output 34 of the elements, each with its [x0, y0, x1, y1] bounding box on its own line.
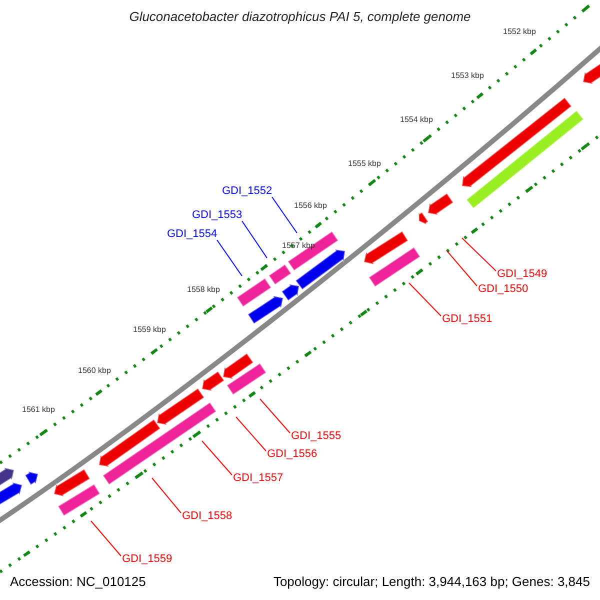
leader-line — [260, 398, 290, 434]
gene-label: GDI_1556 — [267, 448, 318, 461]
leader-line — [90, 520, 122, 556]
tick-label: 1556 kbp — [294, 201, 327, 211]
gene-label: GDI_1554 — [167, 228, 218, 241]
gene-label: GDI_1550 — [478, 283, 528, 296]
genome-summary-text: Topology: circular; Length: 3,944,163 bp; Genes: 3,845 — [273, 574, 590, 590]
leader-line — [202, 440, 232, 476]
gene-label: GDI_1557 — [233, 472, 284, 485]
gene-label: GDI_1559 — [122, 553, 172, 566]
tick-label: 1552 kbp — [503, 27, 536, 37]
gene-label: GDI_1551 — [442, 313, 492, 326]
gene-label: GDI_1552 — [222, 185, 272, 198]
gene-label: GDI_1555 — [291, 430, 342, 443]
gene-label: GDI_1549 — [497, 268, 548, 281]
gene-label: GDI_1553 — [192, 209, 242, 222]
map-title: Gluconacetobacter diazotrophicus PAI 5, complete genome — [129, 9, 471, 24]
tick-label: 1560 kbp — [78, 366, 111, 376]
tick-label: 1555 kbp — [348, 159, 381, 169]
accession-text: Accession: NC_010125 — [10, 574, 146, 590]
tick-label: 1558 kbp — [187, 285, 220, 295]
gene-label: GDI_1558 — [182, 510, 232, 523]
leader-line — [462, 238, 496, 272]
leader-line — [152, 478, 182, 514]
tick-label: 1561 kbp — [22, 405, 55, 415]
tick-label: 1559 kbp — [133, 325, 166, 335]
leader-line — [216, 240, 242, 276]
leader-line — [236, 416, 266, 452]
leader-line — [272, 196, 298, 234]
leader-line — [408, 282, 442, 316]
leader-line — [242, 220, 268, 258]
leader-line — [446, 250, 478, 286]
tick-label: 1554 kbp — [400, 115, 433, 125]
tick-label: 1553 kbp — [451, 71, 484, 81]
